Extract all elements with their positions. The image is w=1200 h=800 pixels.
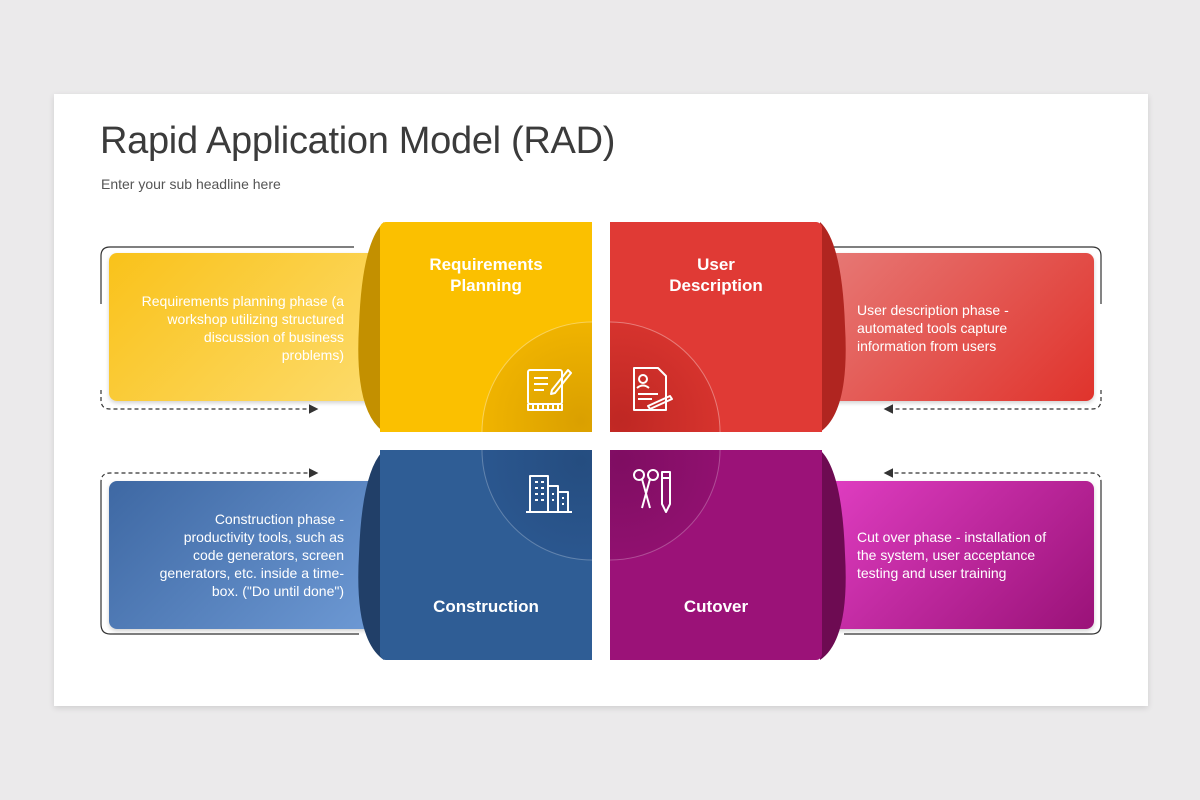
quadrant-tabs	[358, 222, 846, 660]
connector-lines	[100, 246, 1102, 635]
quadrant-title: User Description	[669, 255, 763, 295]
quadrant-title: Requirements Planning	[429, 255, 543, 295]
document-profile-icon	[633, 367, 673, 411]
card-requirements	[109, 253, 389, 401]
center-circle	[481, 321, 721, 561]
card-construction	[109, 481, 389, 629]
card-description: Construction phase - productivity tools,…	[159, 511, 344, 599]
blueprint-pencil-icon	[527, 369, 572, 411]
card-description: Cut over phase - installation of the sys…	[857, 529, 1047, 581]
slide: Rapid Application Model (RAD) Enter your…	[54, 94, 1148, 706]
card-description: User description phase - automated tools…	[857, 302, 1009, 354]
slide-title: Rapid Application Model (RAD)	[100, 120, 616, 162]
card-user-description	[812, 253, 1094, 401]
quadrant-title: Cutover	[683, 597, 749, 616]
card-cutover	[812, 481, 1094, 629]
buildings-icon	[526, 475, 572, 513]
card-description: Requirements planning phase (a workshop …	[141, 293, 344, 363]
slide-subtitle: Enter your sub headline here	[101, 176, 281, 192]
quadrant-title: Construction	[433, 597, 539, 616]
scissors-pencil-icon	[633, 469, 671, 513]
